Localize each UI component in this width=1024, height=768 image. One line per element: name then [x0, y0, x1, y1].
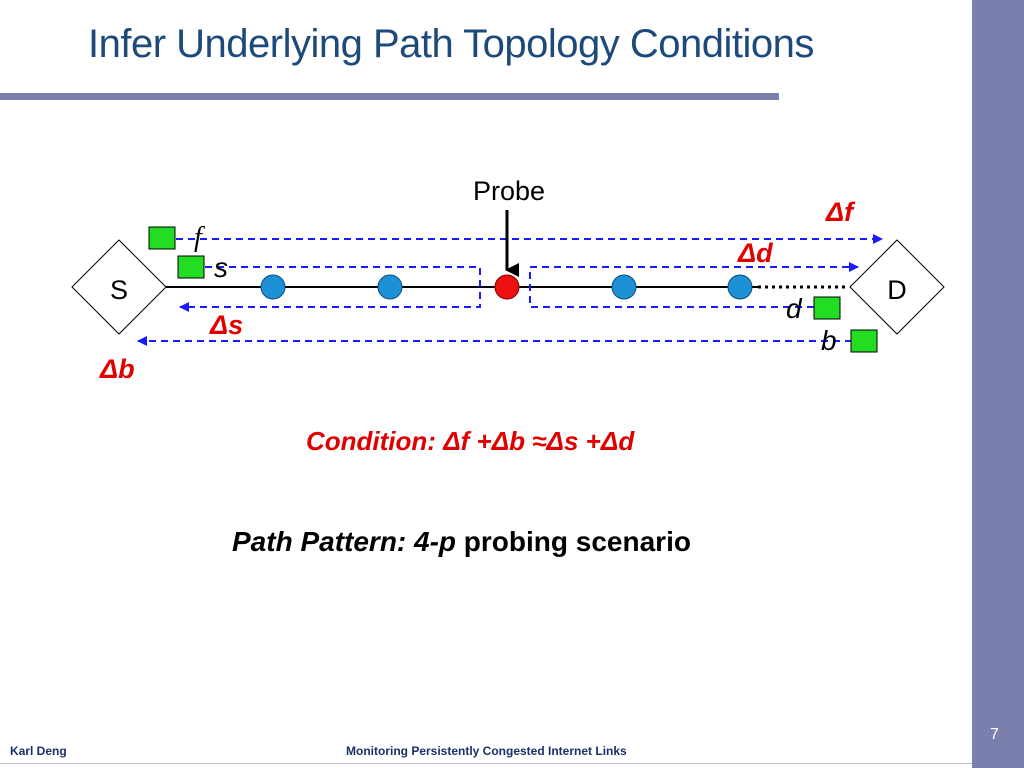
delta-b-label: Δb: [99, 354, 135, 384]
packet-f-label: f: [194, 222, 205, 253]
probe-node: [494, 274, 520, 300]
title-underline: [0, 93, 779, 100]
page-number: 7: [990, 726, 999, 743]
source-node: [71, 239, 167, 335]
destination-node-label: D: [887, 275, 907, 305]
delta-s-loop: [179, 266, 481, 312]
condition-text: Condition: Δf +Δb ≈Δs +Δd: [306, 426, 634, 457]
pattern-highlight: 4-p: [414, 526, 457, 557]
path-topology-diagram: S D Probe f s d b Δf Δd Δs Δb: [71, 176, 945, 384]
delta-d-loop: [529, 262, 859, 308]
pattern-suffix: probing scenario: [456, 526, 691, 557]
delta-d-label: Δd: [737, 238, 773, 268]
delta-f-label: Δf: [825, 197, 856, 227]
packet-b-icon: [850, 329, 878, 353]
router-node: [377, 274, 403, 300]
packet-d-icon: [813, 296, 841, 320]
footer-title: Monitoring Persistently Congested Intern…: [346, 744, 627, 758]
source-node-label: S: [110, 275, 128, 305]
packet-d-label: d: [786, 293, 803, 324]
side-accent-bar: [972, 0, 1024, 768]
router-node: [260, 274, 286, 300]
router-node: [611, 274, 637, 300]
slide-title: Infer Underlying Path Topology Condition…: [88, 22, 814, 66]
condition-prefix: Condition:: [306, 426, 444, 456]
probe-label: Probe: [473, 176, 545, 206]
packet-s-label: s: [214, 252, 228, 283]
packet-b-label: b: [821, 325, 837, 356]
pattern-prefix: Path Pattern:: [232, 526, 415, 557]
packet-f-icon: [148, 226, 176, 250]
delta-s-label: Δs: [209, 310, 243, 340]
footer-rule: [0, 763, 972, 764]
condition-expression: Δf +Δb ≈Δs +Δd: [443, 426, 635, 456]
packet-s-icon: [177, 255, 205, 279]
path-pattern-text: Path Pattern: 4-p probing scenario: [232, 526, 691, 558]
router-node: [727, 274, 753, 300]
footer-author: Karl Deng: [10, 744, 67, 758]
destination-node: [849, 239, 945, 335]
